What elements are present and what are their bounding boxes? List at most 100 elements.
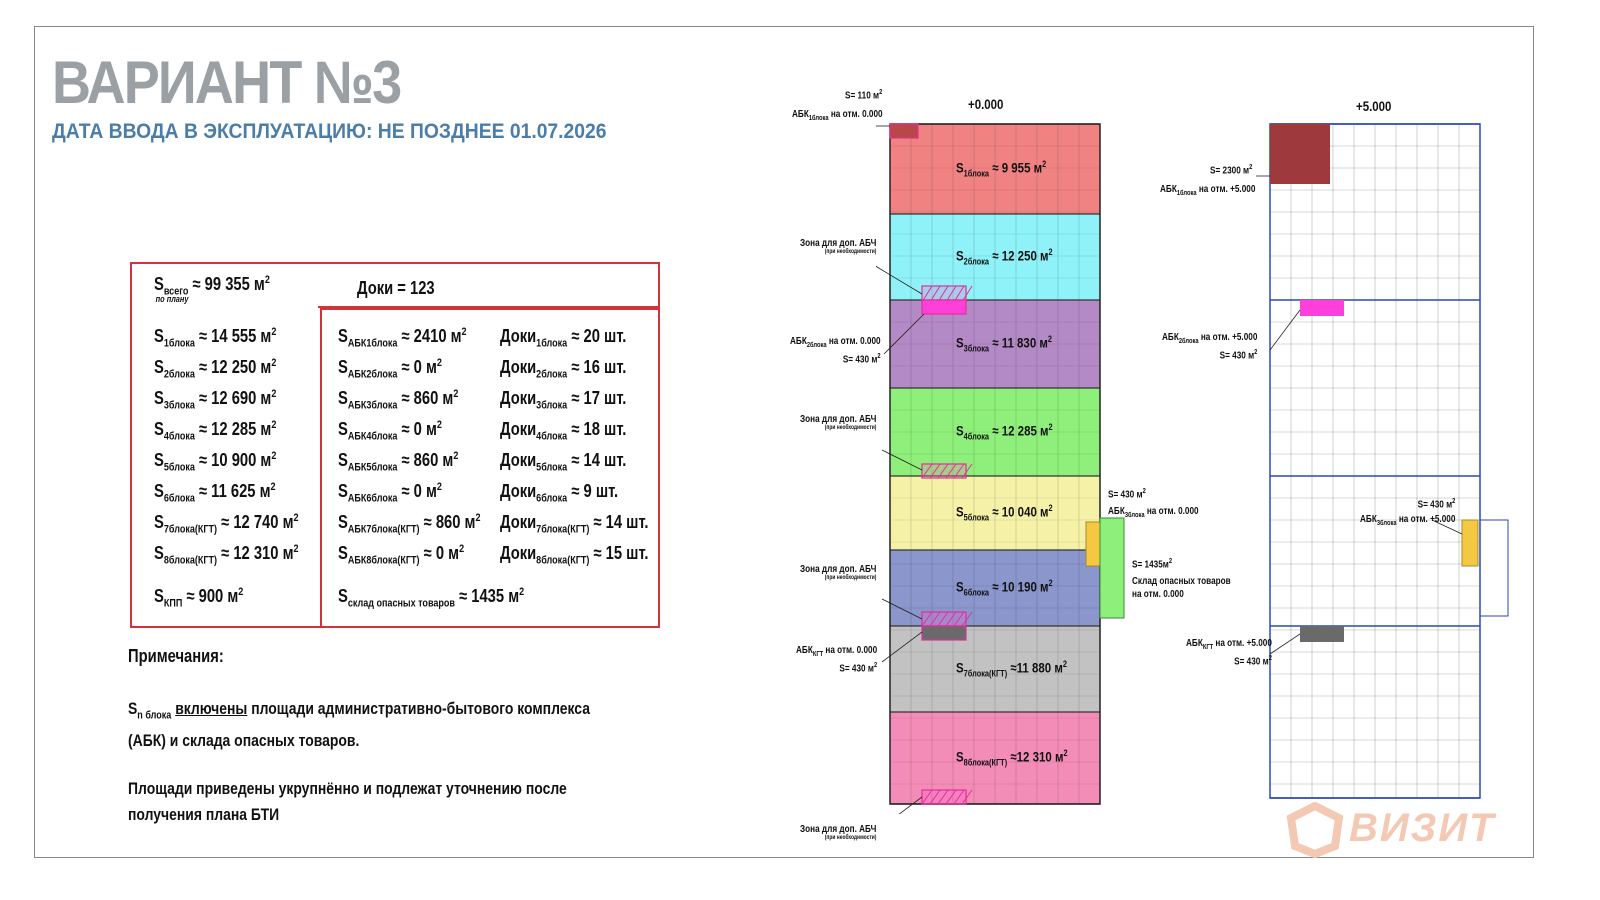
leader-line — [1269, 309, 1301, 351]
block-area-row: S7блока(КГТ) ≈ 12 740 м2 — [154, 512, 299, 536]
label-s2300: S= 2300 м2 — [1210, 164, 1253, 177]
block-zone-1 — [890, 124, 1100, 214]
plan-block-label-6: S6блока ≈ 10 190 м2 — [956, 578, 1053, 598]
leader-line — [876, 265, 923, 295]
summary-box: Sвсего ≈ 99 355 м2 по плану Доки = 123 S… — [130, 262, 660, 628]
hatch-line — [921, 285, 933, 303]
abk-area-row: SАБК8блока(КГТ) ≈ 0 м2 — [338, 543, 465, 567]
abk-area-row: SАБК7блока(КГТ) ≈ 860 м2 — [338, 512, 481, 536]
page-title: ВАРИАНТ №3 — [52, 49, 402, 116]
block-zone-8 — [890, 712, 1100, 804]
abk-area-row: SАБК3блока ≈ 860 м2 — [338, 388, 459, 412]
building-outline — [889, 123, 1101, 805]
abk-area-row: SАБК4блока ≈ 0 м2 — [338, 419, 442, 443]
slide-frame — [34, 26, 1534, 858]
leader-line — [1269, 633, 1301, 655]
total-area: Sвсего ≈ 99 355 м2 по плану — [154, 274, 270, 304]
leader-line — [898, 796, 923, 814]
block-zone-4 — [890, 388, 1100, 476]
abk-kgt-mark — [921, 625, 967, 641]
plan-block-label-8: S8блока(КГТ) ≈12 310 м2 — [956, 748, 1068, 768]
label-zone-2: Зона для доп. АБЧ(при необходимости) — [800, 414, 877, 431]
dock-count-row: Доки2блока ≈ 16 шт. — [500, 357, 627, 381]
abk-area-row: SАБК1блока ≈ 2410 м2 — [338, 326, 467, 350]
hatch-line — [945, 285, 957, 303]
hatch-line — [953, 463, 965, 479]
dock-count-row: Доки7блока(КГТ) ≈ 14 шт. — [500, 512, 649, 536]
hatch-line — [937, 463, 949, 479]
hatch-line — [921, 789, 933, 805]
hatch-line — [961, 285, 973, 303]
hatch-line — [945, 463, 957, 479]
hatch-line — [929, 463, 941, 479]
logo-text: ВИЗИТ — [1349, 806, 1496, 850]
hatch-line — [929, 611, 941, 627]
abk-area-row: SАБК2блока ≈ 0 м2 — [338, 357, 442, 381]
hatch-line — [937, 285, 949, 303]
docks-total: Доки = 123 — [357, 278, 435, 298]
total-note: по плану — [155, 293, 189, 304]
abk1-upper — [1270, 124, 1330, 184]
abk3-upper — [1461, 519, 1479, 567]
label-abk1-left: АБК1блока на отм. 0.000 — [792, 109, 883, 122]
hatch-line — [953, 611, 965, 627]
plan-block-label-5: S5блока ≈ 10 040 м2 — [956, 503, 1053, 523]
leader-line — [881, 631, 923, 663]
block-area-row: S2блока ≈ 12 250 м2 — [154, 357, 277, 381]
dock-count-row: Доки8блока(КГТ) ≈ 15 шт. — [500, 543, 649, 567]
block-area-row: S4блока ≈ 12 285 м2 — [154, 419, 277, 443]
floor-plan-0000 — [876, 123, 1125, 814]
dock-count-row: Доки5блока ≈ 14 шт. — [500, 450, 627, 474]
dock-count-row: Доки1блока ≈ 20 шт. — [500, 326, 627, 350]
hatch-line — [921, 611, 933, 627]
dock-count-row: Доки4блока ≈ 18 шт. — [500, 419, 627, 443]
company-logo: ВИЗИТ — [1285, 800, 1535, 860]
summary-divider — [318, 306, 660, 308]
label-zone-3: Зона для доп. АБЧ(при необходимости) — [800, 564, 877, 581]
kpp-area: SКПП ≈ 900 м2 — [154, 586, 244, 610]
dangerous-goods-annex — [1099, 517, 1125, 619]
note-2: Площади приведены укрупнённо и подлежат … — [128, 779, 567, 824]
hatch-line — [953, 789, 965, 805]
block-zone-5 — [890, 476, 1100, 550]
summary-inner-box — [320, 308, 660, 628]
dock-count-row: Доки3блока ≈ 17 шт. — [500, 388, 627, 412]
dangerous-goods-area: Sсклад опасных товаров ≈ 1435 м2 — [338, 586, 525, 610]
leader-line — [883, 313, 925, 355]
plan-block-label-7: S7блока(КГТ) ≈11 880 м2 — [956, 659, 1067, 679]
hatch-line — [929, 789, 941, 805]
hatch-line — [945, 789, 957, 805]
hatch-line — [929, 285, 941, 303]
abk3-annex — [1085, 521, 1101, 567]
abk2-upper — [1300, 300, 1344, 316]
plan-block-label-1: S1блока ≈ 9 955 м2 — [956, 159, 1047, 179]
hatch-line — [945, 611, 957, 627]
plan-block-label-2: S2блока ≈ 12 250 м2 — [956, 247, 1053, 267]
page-subtitle: ДАТА ВВОДА В ЭКСПЛУАТАЦИЮ: НЕ ПОЗДНЕЕ 01… — [52, 120, 607, 143]
abk-kgt-upper — [1300, 626, 1344, 642]
leader-line — [881, 449, 923, 471]
annex-upper — [1479, 519, 1509, 617]
floor-plan-5000 — [1256, 123, 1509, 799]
hatch-line — [953, 285, 965, 303]
hatch-line — [937, 611, 949, 627]
hatch-line — [921, 463, 933, 479]
leader-line — [881, 598, 923, 620]
label-zone-4: Зона для доп. АБЧ(при необходимости) — [800, 824, 877, 841]
label-abk1-right: АБК1блока на отм. +5.000 — [1160, 184, 1256, 197]
building-outline — [1269, 123, 1481, 799]
abk-area-row: SАБК5блока ≈ 860 м2 — [338, 450, 459, 474]
block-area-row: S3блока ≈ 12 690 м2 — [154, 388, 277, 412]
level-label-right: +5.000 — [1356, 98, 1392, 114]
plan-block-label-3: S3блока ≈ 11 830 м2 — [956, 334, 1053, 354]
block-zone-6 — [890, 550, 1100, 626]
hatch-line — [961, 463, 973, 479]
abk1-mark — [889, 123, 919, 139]
block-zone-3 — [890, 300, 1100, 388]
level-label-left: +0.000 — [968, 96, 1004, 112]
